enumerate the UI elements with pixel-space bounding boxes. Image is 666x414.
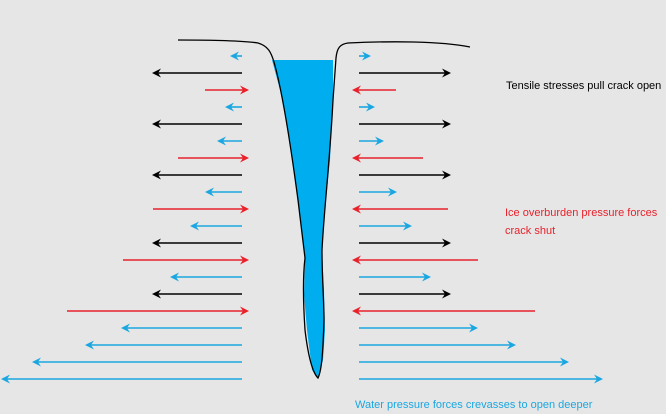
water-pressure-arrow-right-head [594, 374, 603, 384]
overburden-arrow-left [178, 153, 249, 163]
water-pressure-arrow-left-head [121, 323, 130, 333]
overburden-arrow-left-head [240, 153, 249, 163]
water-pressure-arrow-right-head [422, 272, 431, 282]
overburden-arrow-right-head [352, 85, 361, 95]
ice-surface-and-crevasse [177, 39, 471, 380]
overburden-arrow-right [352, 204, 448, 214]
water-pressure-arrow-left-head [225, 102, 234, 112]
water-pressure-arrow-left [190, 221, 242, 231]
tensile-arrow-right-head [442, 68, 451, 78]
water-pressure-arrow-right [359, 136, 384, 146]
tensile-arrow-right [359, 170, 451, 180]
water-pressure-arrow-left [1, 374, 242, 384]
overburden-arrow-left-head [240, 204, 249, 214]
water-pressure-arrow-left [217, 136, 242, 146]
water-pressure-arrow-right [359, 357, 569, 367]
tensile-arrow-right [359, 238, 451, 248]
force-arrows [1, 51, 603, 384]
overburden-arrow-left [123, 255, 249, 265]
crevasse-left-wall [177, 39, 471, 380]
water-pressure-arrow-right [359, 340, 516, 350]
overburden-label-line2: crack shut [505, 225, 556, 237]
water-pressure-arrow-left [32, 357, 242, 367]
overburden-arrow-right-head [352, 255, 361, 265]
tensile-label: Tensile stresses pull crack open [506, 80, 662, 92]
tensile-arrow-right-head [442, 238, 451, 248]
water-pressure-arrow-right [359, 374, 603, 384]
overburden-arrow-right [352, 255, 478, 265]
overburden-arrow-left [205, 85, 249, 95]
water-pressure-arrow-left-head [205, 187, 214, 197]
tensile-arrow-left-head [152, 170, 161, 180]
overburden-arrow-right [352, 306, 535, 316]
tensile-arrow-left [152, 119, 242, 129]
water-pressure-arrow-right-head [388, 187, 397, 197]
overburden-arrow-right-head [352, 153, 361, 163]
overburden-label-line1: Ice overburden pressure forces [505, 207, 658, 219]
water-pressure-arrow-right [359, 187, 397, 197]
water-pressure-arrow-left-head [190, 221, 199, 231]
water-label: Water pressure forces crevasses to open … [355, 399, 593, 411]
water-fill [272, 60, 333, 378]
water-pressure-arrow-right-head [375, 136, 384, 146]
water-pressure-arrow-right [359, 221, 412, 231]
overburden-arrow-right [352, 85, 396, 95]
water-pressure-arrow-left [230, 51, 242, 61]
tensile-arrow-right [359, 68, 451, 78]
water-pressure-arrow-right-head [560, 357, 569, 367]
water-pressure-arrow-right-head [403, 221, 412, 231]
water-pressure-arrow-right [359, 51, 371, 61]
water-pressure-arrow-right-head [362, 51, 371, 61]
tensile-arrow-right [359, 119, 451, 129]
overburden-arrow-right [352, 153, 423, 163]
tensile-arrow-left-head [152, 119, 161, 129]
water-pressure-arrow-left-head [217, 136, 226, 146]
water-pressure-arrow-right-head [507, 340, 516, 350]
tensile-arrow-right-head [442, 119, 451, 129]
water-pressure-arrow-right [359, 323, 478, 333]
tensile-arrow-left [152, 170, 242, 180]
water-pressure-arrow-right-head [469, 323, 478, 333]
water-pressure-arrow-left [121, 323, 242, 333]
tensile-arrow-left [152, 68, 242, 78]
tensile-arrow-right-head [442, 170, 451, 180]
tensile-arrow-left [152, 238, 242, 248]
overburden-arrow-right-head [352, 204, 361, 214]
water-pressure-arrow-left-head [32, 357, 41, 367]
tensile-arrow-left-head [152, 238, 161, 248]
overburden-arrow-left-head [240, 85, 249, 95]
water-pressure-arrow-left-head [85, 340, 94, 350]
water-pressure-arrow-left-head [1, 374, 10, 384]
water-pressure-arrow-right [359, 102, 375, 112]
water-pressure-arrow-left-head [170, 272, 179, 282]
overburden-arrow-left [67, 306, 249, 316]
tensile-arrow-right-head [442, 289, 451, 299]
water-pressure-arrow-left [85, 340, 242, 350]
overburden-arrow-left [153, 204, 249, 214]
water-pressure-arrow-right-head [366, 102, 375, 112]
water-pressure-arrow-left [170, 272, 242, 282]
overburden-arrow-right-head [352, 306, 361, 316]
water-pressure-arrow-left-head [230, 51, 239, 61]
water-pressure-arrow-left [205, 187, 242, 197]
tensile-arrow-left-head [152, 289, 161, 299]
overburden-arrow-left-head [240, 255, 249, 265]
water-pressure-arrow-left [225, 102, 242, 112]
overburden-arrow-left-head [240, 306, 249, 316]
tensile-arrow-left [152, 289, 242, 299]
tensile-arrow-left-head [152, 68, 161, 78]
water-pressure-arrow-right [359, 272, 431, 282]
tensile-arrow-right [359, 289, 451, 299]
